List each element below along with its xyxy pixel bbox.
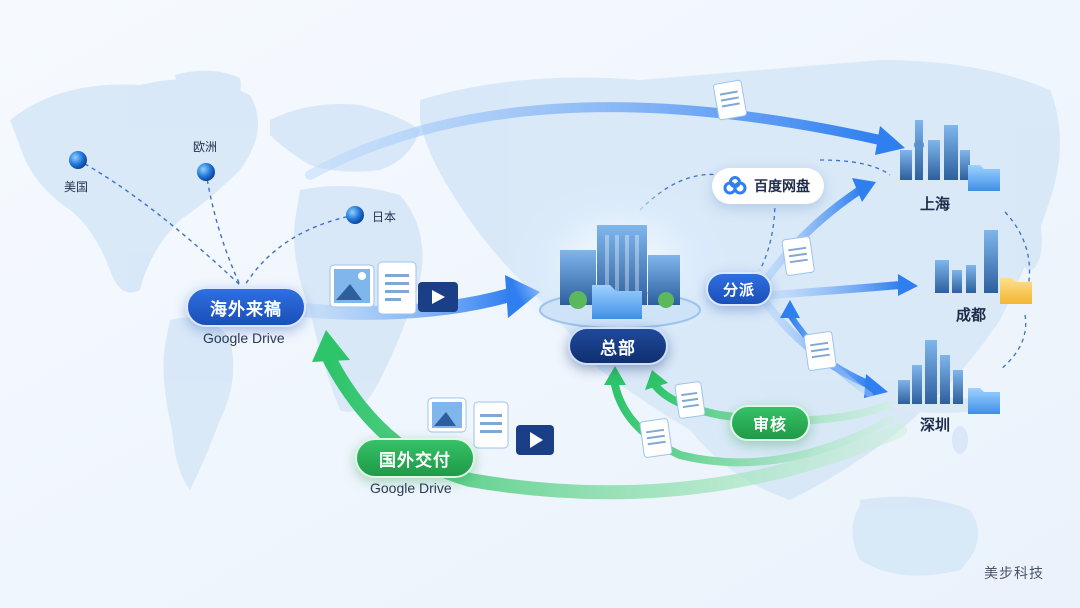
document-icon <box>473 401 509 449</box>
label-shanghai: 上海 <box>920 196 951 213</box>
arc-delivery-to-intake <box>323 353 907 500</box>
review-pill: 审核 <box>730 405 810 441</box>
overseas-connectors <box>77 159 356 286</box>
delivery-pill: 国外交付 <box>355 438 475 478</box>
arrowhead-hq-green <box>604 366 626 385</box>
label-shenzhen: 深圳 <box>920 417 951 434</box>
city-shanghai <box>887 120 1000 191</box>
label-usa: 美国 <box>64 180 89 194</box>
label-chengdu: 成都 <box>956 307 987 324</box>
video-file-icon <box>516 425 554 455</box>
document-icon <box>377 261 417 315</box>
city-shenzhen <box>890 340 1000 414</box>
folder-icon <box>592 285 642 319</box>
arrowhead-shanghai <box>875 126 905 155</box>
cloud-storage-label: 百度网盘 <box>754 178 810 194</box>
dispatch-pill: 分派 <box>706 272 772 306</box>
folder-icon <box>968 388 1000 414</box>
arc-intake-to-shanghai <box>305 102 885 180</box>
globe-dot-icon <box>346 206 364 224</box>
document-icon <box>713 79 747 121</box>
arrow-shenzhen-to-hq <box>611 381 894 467</box>
globe-dot-icon <box>69 151 87 169</box>
document-icon <box>781 236 815 276</box>
headquarters-pill: 总部 <box>568 327 668 365</box>
delivery-service-label: Google Drive <box>370 480 452 496</box>
arrow-dispatch-to-shanghai <box>756 186 864 292</box>
folder-icon <box>1000 278 1032 304</box>
intake-file-icons <box>329 261 458 315</box>
floating-documents <box>639 79 837 458</box>
document-icon <box>674 381 706 419</box>
label-japan: 日本 <box>372 210 397 224</box>
label-europe: 欧洲 <box>193 140 218 154</box>
delivery-file-icons <box>427 397 554 455</box>
arrowhead-return-dispatch <box>780 300 800 318</box>
globe-dot-icon <box>197 163 215 181</box>
document-icon <box>803 331 837 371</box>
video-file-icon <box>418 282 458 312</box>
headquarters-building <box>510 180 730 350</box>
intake-pill: 海外来稿 <box>186 287 306 327</box>
brand-watermark: 美步科技 <box>984 565 1044 581</box>
document-icon <box>639 418 673 458</box>
arrow-dispatch-to-chengdu <box>766 281 904 299</box>
image-file-icon <box>329 264 375 308</box>
folder-icon <box>968 165 1000 191</box>
arrowhead-review-hq <box>645 370 668 390</box>
arrowhead-dispatch-chengdu <box>898 274 918 296</box>
arrowhead-intake-green <box>312 330 350 362</box>
city-chengdu <box>922 230 1032 304</box>
overseas-dots <box>69 151 364 224</box>
arrowhead-dispatch-shanghai <box>852 178 876 202</box>
intake-service-label: Google Drive <box>203 330 285 346</box>
image-file-icon <box>427 397 467 433</box>
cloud-storage-badge: 百度网盘 <box>712 168 824 204</box>
cloud-icon <box>723 176 747 195</box>
